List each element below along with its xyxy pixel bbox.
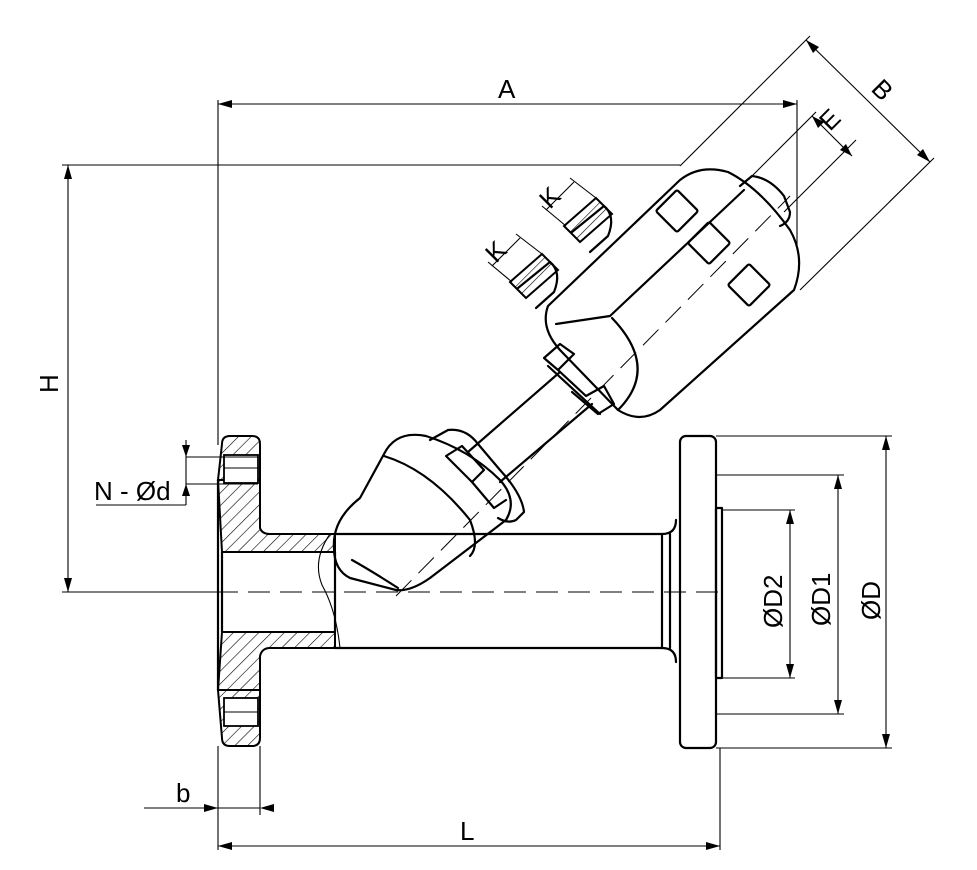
label-k-upper: K xyxy=(533,180,567,214)
label-n-d: N - Ød xyxy=(94,476,171,506)
pneumatic-actuator xyxy=(508,168,801,419)
air-port-upper xyxy=(562,196,614,254)
seat-housing xyxy=(332,433,512,592)
valve-stem xyxy=(466,342,616,484)
dimension-lines xyxy=(62,35,935,850)
left-flange-body-section-lower xyxy=(216,631,336,691)
dimension-labels: A B E K K H N - Ød ØD2 ØD1 ØD b L xyxy=(34,73,899,846)
label-l: L xyxy=(460,816,474,846)
label-a: A xyxy=(498,74,516,104)
label-e: E xyxy=(813,103,846,136)
label-d2: ØD2 xyxy=(758,575,788,628)
label-d1: ØD1 xyxy=(806,573,836,626)
actuator-window-1 xyxy=(655,189,699,233)
actuator-housing xyxy=(544,168,801,419)
center-lines xyxy=(216,195,791,597)
left-flange-body-section xyxy=(216,479,336,553)
actuator-window-2 xyxy=(687,221,731,265)
bonnet-nut xyxy=(428,428,526,523)
stem-nut xyxy=(542,342,616,416)
label-d: ØD xyxy=(856,581,886,620)
right-flange-face xyxy=(714,506,724,680)
label-b-thickness: b xyxy=(176,778,190,808)
label-k-lower: K xyxy=(479,234,513,268)
pipe-outline xyxy=(333,518,678,664)
label-b: B xyxy=(866,73,899,106)
bolt-hole-top xyxy=(223,454,259,484)
actuator-top-cap xyxy=(738,174,792,228)
label-h: H xyxy=(34,374,64,393)
air-port-lower xyxy=(508,252,560,310)
valve-body xyxy=(216,428,724,750)
actuator-window-3 xyxy=(727,263,771,307)
